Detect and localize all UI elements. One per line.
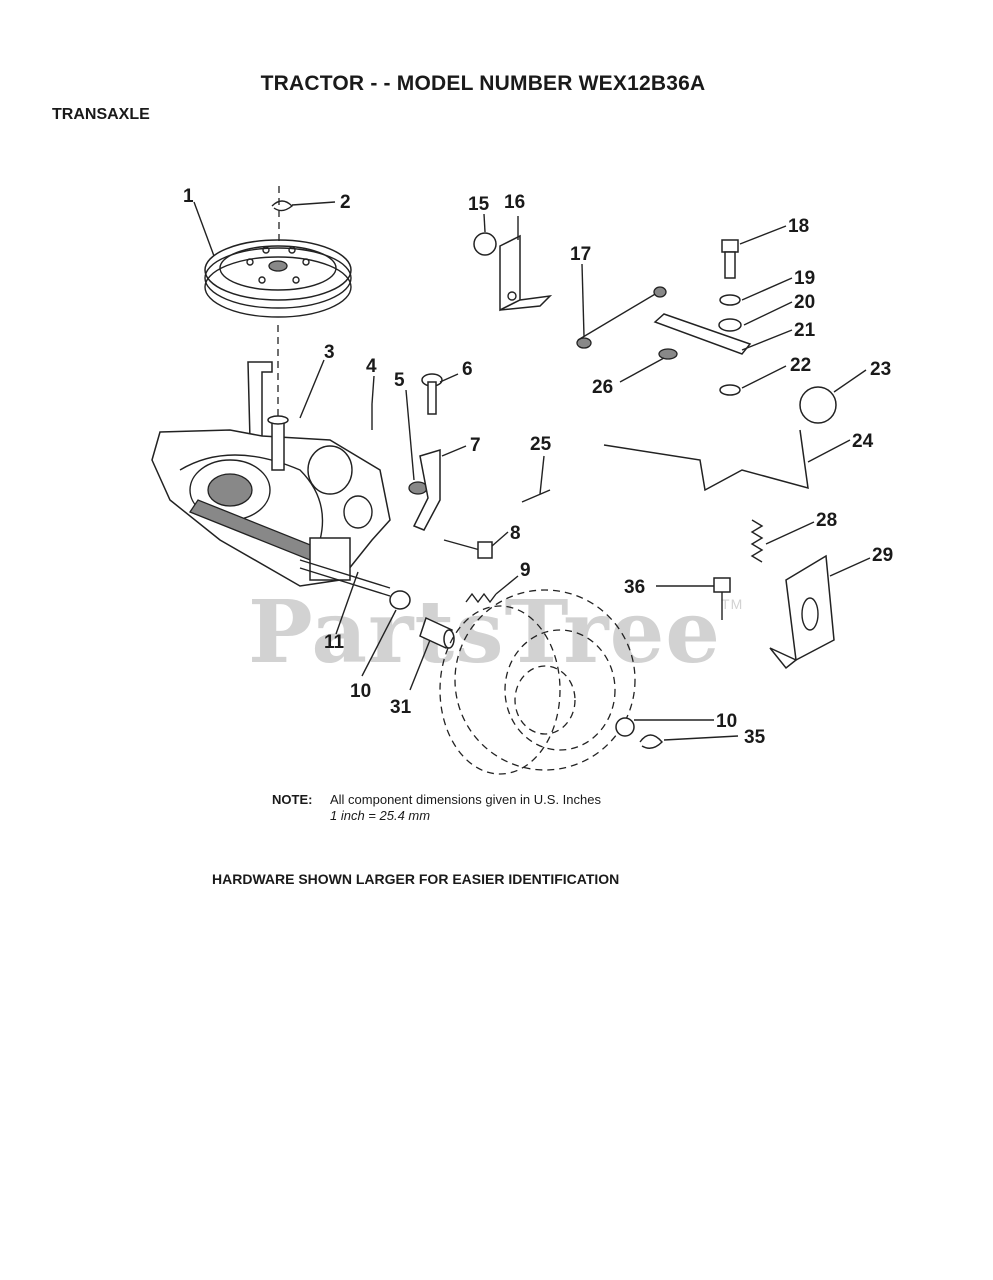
cotter-pin-25-part [521, 489, 551, 503]
callout-18: 18 [788, 216, 809, 237]
callout-28: 28 [816, 510, 837, 531]
watermark: PartsTreeTM [248, 582, 743, 683]
plate-21-part [653, 313, 752, 355]
retaining-clip-part [271, 200, 294, 212]
carriage-bolt-part [421, 373, 443, 415]
callout-1: 1 [183, 186, 194, 207]
callout-10: 10 [350, 681, 371, 702]
watermark-tm: TM [721, 596, 744, 612]
callout-11: 11 [324, 632, 345, 653]
transaxle-assembly [151, 325, 391, 597]
dimension-note: NOTE: All component dimensions given in U… [272, 792, 601, 824]
callout-26: 26 [592, 377, 613, 398]
nut-26-part [658, 348, 678, 360]
callout-21: 21 [794, 320, 816, 341]
knob-23-part [799, 386, 837, 424]
callout-6: 6 [462, 359, 473, 380]
callout-10-b: 10 [716, 711, 737, 732]
hardware-footer-note: HARDWARE SHOWN LARGER FOR EASIER IDENTIF… [212, 871, 620, 887]
note-line-1: All component dimensions given in U.S. I… [330, 792, 601, 807]
callout-5: 5 [394, 370, 405, 391]
callout-2: 2 [340, 192, 351, 213]
page-title: TRACTOR - - MODEL NUMBER WEX12B36A [260, 72, 706, 95]
tire-phantom [439, 589, 636, 775]
callout-7: 7 [470, 435, 481, 456]
section-heading: TRANSAXLE [52, 106, 150, 123]
callout-19: 19 [794, 268, 815, 289]
callout-9: 9 [520, 560, 531, 581]
nut-part [408, 481, 428, 495]
washer-22-part [719, 384, 741, 396]
washer-part [389, 590, 411, 610]
callout-31: 31 [390, 697, 412, 718]
callout-15: 15 [468, 194, 490, 215]
callout-17: 17 [570, 244, 591, 265]
callout-25: 25 [530, 434, 552, 455]
callout-35: 35 [744, 727, 766, 748]
pulley-part [204, 186, 352, 318]
washer-19-part [719, 294, 741, 306]
shift-lever-24-part [603, 429, 809, 492]
washer-15-part [473, 232, 497, 256]
watermark-text: PartsTree [248, 582, 722, 683]
callout-36: 36 [624, 577, 645, 598]
spring-28-part [750, 519, 764, 563]
shift-rod-part [576, 286, 667, 349]
washer-part-2 [615, 717, 635, 737]
callout-4: 4 [366, 356, 377, 377]
bushing-part [419, 616, 455, 650]
screw-36-part [713, 577, 731, 620]
callout-20: 20 [794, 292, 815, 313]
hex-bolt-part [443, 539, 493, 559]
callout-22: 22 [790, 355, 811, 376]
callout-24: 24 [852, 431, 874, 452]
bracket-part [412, 448, 441, 531]
callout-3: 3 [324, 342, 335, 363]
bolt-18-part [721, 239, 739, 279]
spring-small-part [465, 592, 497, 604]
clip-part [639, 734, 663, 749]
bracket-16-part [499, 234, 553, 312]
callout-23: 23 [870, 359, 891, 380]
note-line-2: 1 inch = 25.4 mm [330, 808, 431, 823]
washer-20-part [718, 318, 742, 332]
callout-29: 29 [872, 545, 893, 566]
leader-lines [193, 201, 871, 741]
note-label: NOTE: [272, 792, 313, 807]
callout-numbers: 1 2 3 4 5 6 7 8 9 10 11 31 15 16 17 18 1… [183, 186, 893, 748]
callout-16: 16 [504, 192, 525, 213]
callout-8: 8 [510, 523, 521, 544]
bracket-29-part [769, 554, 835, 670]
